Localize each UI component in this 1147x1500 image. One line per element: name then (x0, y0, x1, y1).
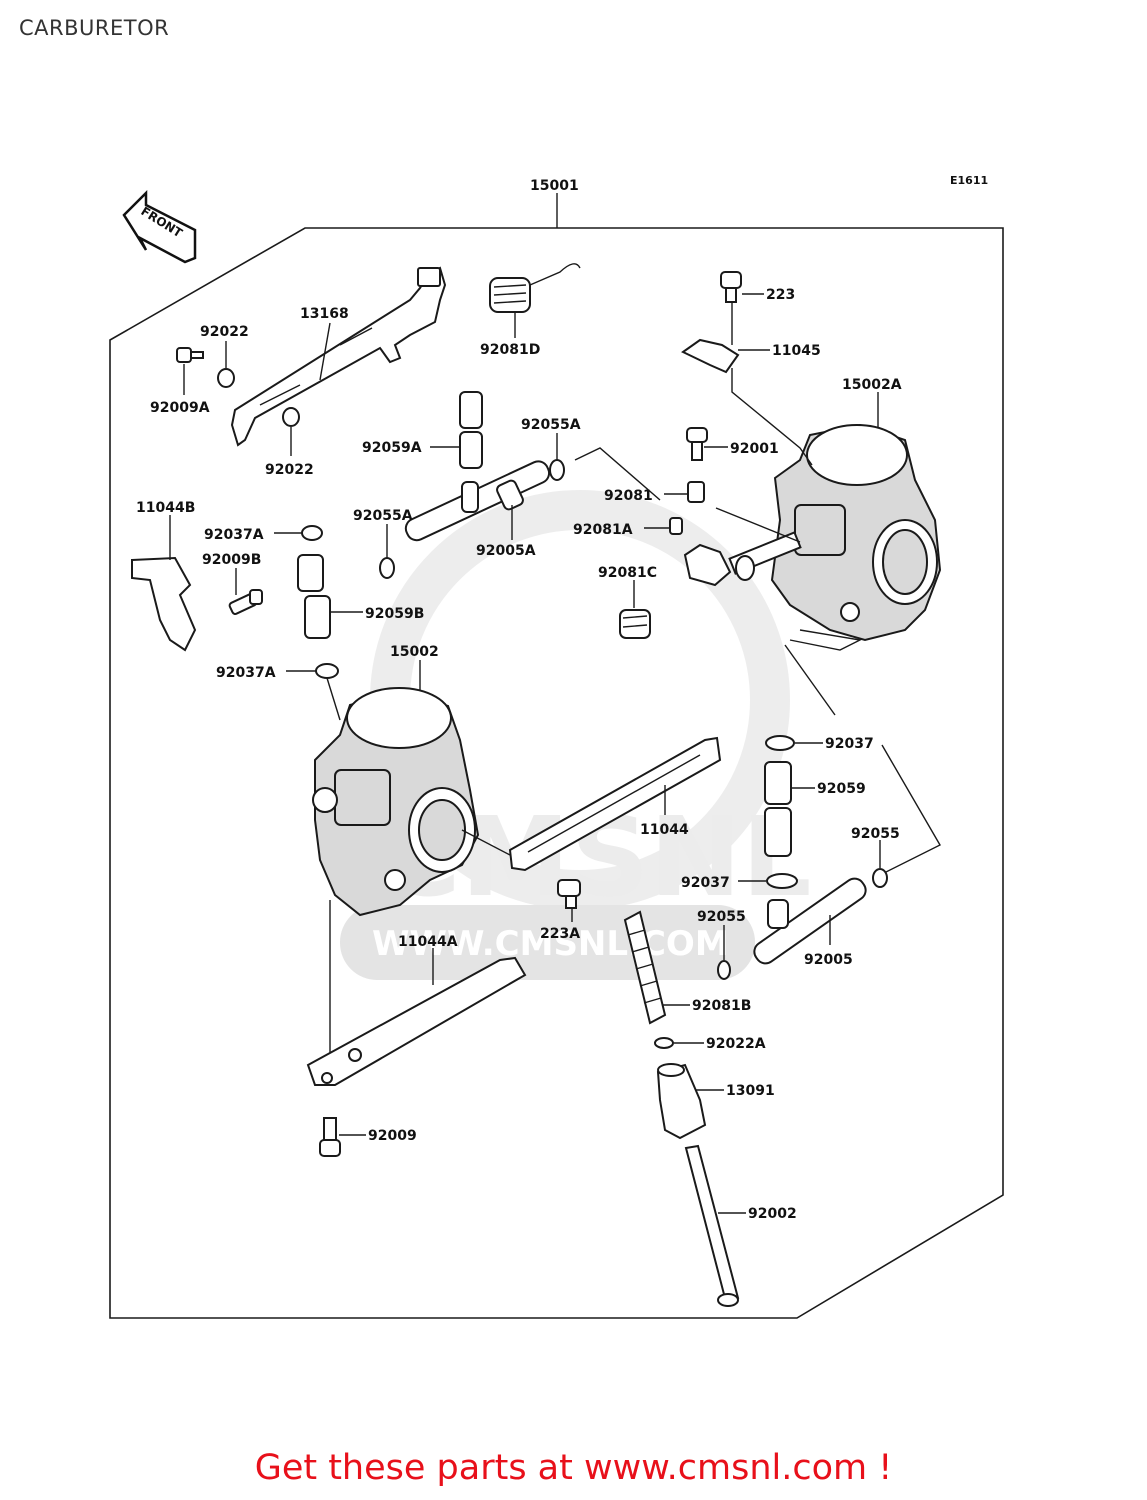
part-11044A-plate (306, 956, 527, 1086)
callout-13091: 13091 (726, 1083, 775, 1099)
part-92055A-oring-top (549, 459, 565, 481)
front-arrow-icon: FRONT (122, 189, 197, 264)
part-92022-washer-top (217, 368, 235, 388)
carburetor-exploded-diagram: CMSNL WWW.CMSNL.COM FRONT E1611 15001 13… (109, 174, 1004, 1319)
part-92081C-spring (619, 609, 651, 639)
callout-92002: 92002 (748, 1206, 797, 1222)
part-223A-screw (557, 879, 581, 909)
part-13091-holder (656, 1063, 707, 1140)
callout-92022-bottom: 92022 (265, 462, 314, 478)
page-title: CARBURETOR (19, 16, 170, 40)
callout-92081B: 92081B (692, 998, 751, 1014)
callout-92037-bottom: 92037 (681, 875, 730, 891)
callout-11045: 11045 (772, 343, 821, 359)
part-92009A-screw (176, 347, 204, 363)
part-15002A-carburetor (770, 423, 942, 651)
part-92081B-spring (623, 910, 667, 1025)
callout-92055-mid: 92055 (697, 909, 746, 925)
assembly-frame (109, 227, 1004, 1319)
callout-92081A: 92081A (573, 522, 633, 538)
part-13168-bracket (230, 266, 447, 447)
part-92001-screw (686, 427, 708, 461)
callout-11044: 11044 (640, 822, 689, 838)
part-throttle-lever (683, 531, 802, 587)
part-15002-carburetor (312, 687, 480, 917)
callout-92005: 92005 (804, 952, 853, 968)
callout-92081: 92081 (604, 488, 653, 504)
callout-92001: 92001 (730, 441, 779, 457)
part-92002-screw (684, 1144, 740, 1307)
callout-92059A: 92059A (362, 440, 422, 456)
callout-92022-top: 92022 (200, 324, 249, 340)
callout-11044A: 11044A (398, 934, 458, 950)
callout-15002: 15002 (390, 644, 439, 660)
callout-223: 223 (766, 287, 795, 303)
part-92037-clip-top (765, 735, 795, 751)
promo-link[interactable]: Get these parts at www.cmsnl.com ! (254, 1448, 893, 1488)
callout-92055A-left: 92055A (353, 508, 413, 524)
part-11045-clip (681, 338, 740, 374)
part-92081-spring (687, 481, 705, 503)
part-11044B-bracket (131, 556, 197, 652)
part-92009B-screw (228, 589, 263, 615)
part-223-screw (720, 271, 742, 303)
part-92037A-clip-top (301, 525, 323, 541)
callout-11044B: 11044B (136, 500, 195, 516)
callout-15001: 15001 (530, 178, 579, 194)
part-92081D-spring (489, 263, 581, 313)
callout-92059: 92059 (817, 781, 866, 797)
callout-92037A-bottom: 92037A (216, 665, 276, 681)
callout-92055A-top: 92055A (521, 417, 581, 433)
callout-92037-top: 92037 (825, 736, 874, 752)
part-92059-hose (764, 761, 792, 857)
callout-92059B: 92059B (365, 606, 424, 622)
part-92022A-washer (654, 1037, 674, 1049)
part-92059A-hose (459, 391, 483, 469)
part-92009-screw (319, 1117, 341, 1157)
callout-92081D: 92081D (480, 342, 540, 358)
part-92022-washer-bottom (282, 407, 300, 427)
callout-223A: 223A (540, 926, 580, 942)
part-92055-oring-mid (717, 960, 731, 980)
part-92005-fitting (753, 877, 867, 965)
callout-92005A: 92005A (476, 543, 536, 559)
part-92059B-hose (297, 554, 331, 639)
callout-92009: 92009 (368, 1128, 417, 1144)
part-92005A-fitting (404, 460, 551, 542)
callout-92037A-top: 92037A (204, 527, 264, 543)
callout-13168: 13168 (300, 306, 349, 322)
part-11044-plate (508, 736, 722, 872)
part-92037A-clip-bottom (315, 663, 339, 679)
part-92055A-oring-left (379, 557, 395, 579)
part-92037-clip-bottom (766, 873, 798, 889)
callout-15002A: 15002A (842, 377, 902, 393)
callout-92009B: 92009B (202, 552, 261, 568)
part-92055-oring-right (872, 868, 888, 888)
part-92081A-spring (669, 517, 683, 535)
figure-code: E1611 (950, 174, 988, 187)
callout-92009A: 92009A (150, 400, 210, 416)
callout-92055-right: 92055 (851, 826, 900, 842)
callout-92081C: 92081C (598, 565, 657, 581)
watermark-text: WWW.CMSNL.COM (372, 924, 729, 964)
callout-92022A: 92022A (706, 1036, 766, 1052)
